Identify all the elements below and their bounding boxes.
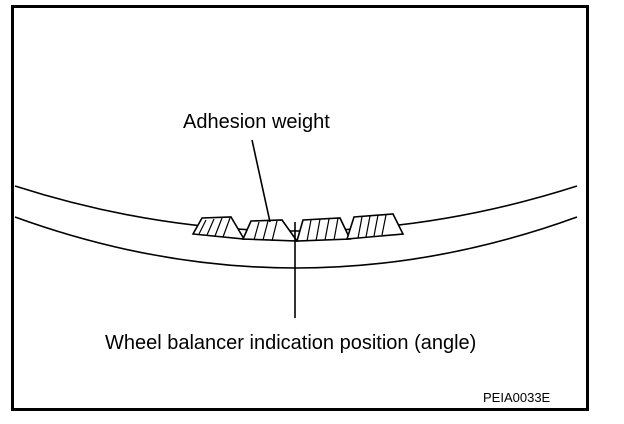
figure-frame — [11, 5, 589, 411]
weight-segment-2 — [241, 219, 299, 242]
weight-segment-3 — [295, 217, 352, 242]
weight-hatching — [198, 214, 387, 242]
indication-position-label: Wheel balancer indication position (angl… — [105, 332, 476, 354]
adhesion-weight-segments — [191, 213, 405, 242]
weight-segment-4 — [345, 213, 405, 240]
rim-inner-arc — [14, 216, 578, 269]
rim-outer-arc — [14, 185, 578, 232]
adhesion-weight-leader — [251, 139, 271, 223]
figure-code-label: PEIA0033E — [483, 390, 551, 405]
adhesion-weight-label: Adhesion weight — [183, 111, 330, 133]
